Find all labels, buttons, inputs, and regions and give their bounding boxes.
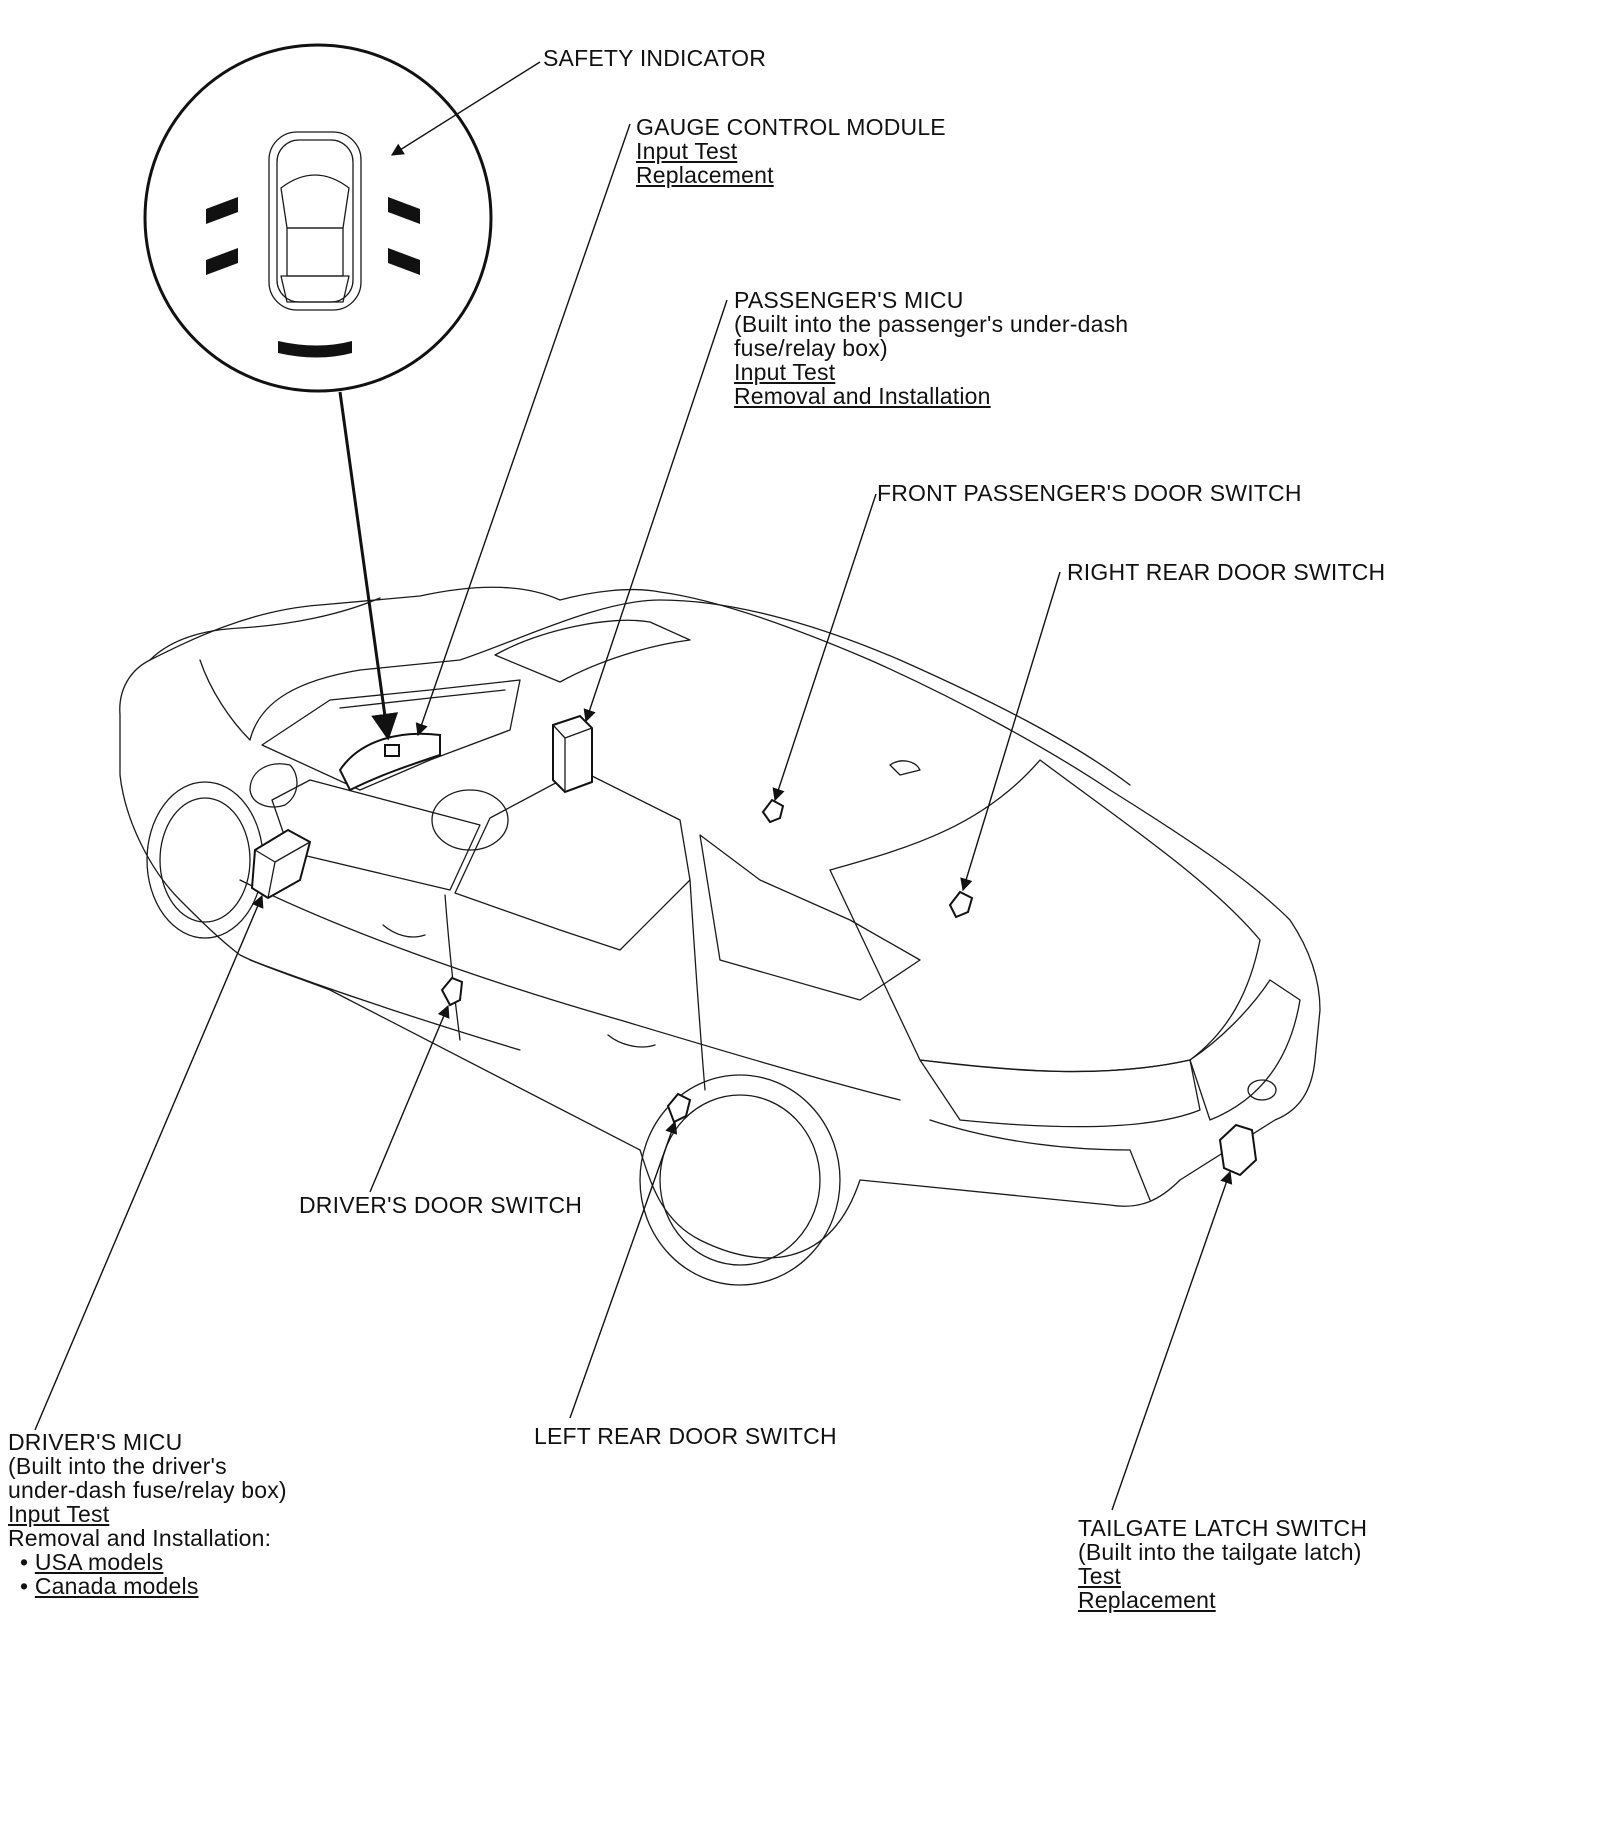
gauge-control-module-title: GAUGE CONTROL MODULE — [636, 114, 946, 140]
passenger-micu-desc-1: (Built into the passenger's under-dash — [734, 311, 1129, 337]
canada-models-link[interactable]: Canada models — [34, 1573, 199, 1599]
drivers-door-switch-label: DRIVER'S DOOR SWITCH — [299, 1192, 583, 1218]
driver-micu-removal-label: Removal and Installation: — [8, 1525, 272, 1551]
drivers-door-switch-part — [440, 976, 464, 1007]
usa-models-link[interactable]: USA models — [34, 1549, 164, 1575]
components — [250, 714, 1258, 1177]
gauge-module-leader — [415, 123, 631, 737]
driver-micu-desc-1: (Built into the driver's — [8, 1453, 227, 1479]
passenger-micu-callout: PASSENGER'S MICU (Built into the passeng… — [734, 288, 1128, 408]
left-rear-switch-leader — [569, 1120, 678, 1419]
tailgate-indicator-bar — [278, 341, 352, 358]
safety-indicator-leader — [390, 61, 541, 156]
drivers-switch-leader — [369, 1004, 450, 1193]
driver-micu-input-test-link[interactable]: Input Test — [8, 1501, 110, 1527]
gauge-control-module-callout: GAUGE CONTROL MODULE Input Test Replacem… — [636, 115, 946, 187]
tailgate-replacement-link[interactable]: Replacement — [1078, 1587, 1216, 1613]
right-rear-indicator-bar — [388, 248, 420, 275]
tailgate-test-link[interactable]: Test — [1078, 1563, 1121, 1589]
passenger-micu-leader — [583, 299, 728, 723]
car-body — [119, 586, 1321, 1286]
front-passenger-door-switch-part — [761, 798, 785, 824]
leader-lines — [34, 61, 1233, 1511]
left-rear-door-switch-part — [666, 1092, 692, 1124]
right-rear-door-switch-part — [948, 890, 974, 919]
driver-micu-callout: DRIVER'S MICU (Built into the driver's u… — [8, 1430, 287, 1598]
tailgate-latch-switch-part — [1218, 1123, 1258, 1177]
passenger-micu-title: PASSENGER'S MICU — [734, 287, 964, 313]
passenger-micu-box — [552, 714, 593, 794]
driver-micu-desc-2: under-dash fuse/relay box) — [8, 1477, 287, 1503]
safety-indicator-inset — [143, 43, 493, 393]
tailgate-latch-switch-title: TAILGATE LATCH SWITCH — [1078, 1515, 1368, 1541]
left-rear-indicator-bar — [206, 248, 238, 275]
safety-indicator-label: SAFETY INDICATOR — [543, 45, 767, 71]
safety-indicator-location — [384, 744, 400, 757]
right-rear-door-switch-label: RIGHT REAR DOOR SWITCH — [1067, 559, 1386, 585]
right-front-indicator-bar — [388, 197, 420, 224]
front-passenger-switch-leader — [772, 493, 877, 802]
tailgate-latch-switch-callout: TAILGATE LATCH SWITCH (Built into the ta… — [1078, 1516, 1367, 1612]
left-rear-door-switch-label: LEFT REAR DOOR SWITCH — [534, 1423, 837, 1449]
tailgate-latch-switch-desc: (Built into the tailgate latch) — [1078, 1539, 1362, 1565]
passenger-micu-desc-2: fuse/relay box) — [734, 335, 888, 361]
car-top-view-icon — [268, 131, 362, 311]
gauge-control-module-part — [338, 732, 441, 792]
driver-micu-box — [250, 828, 312, 900]
left-front-indicator-bar — [206, 197, 238, 224]
gauge-replacement-link[interactable]: Replacement — [636, 162, 774, 188]
driver-micu-leader — [34, 894, 264, 1431]
inset-callout-line — [338, 391, 399, 741]
gauge-input-test-link[interactable]: Input Test — [636, 138, 738, 164]
passenger-micu-input-test-link[interactable]: Input Test — [734, 359, 836, 385]
tailgate-switch-leader — [1111, 1170, 1233, 1511]
right-rear-switch-leader — [960, 571, 1061, 892]
driver-micu-title: DRIVER'S MICU — [8, 1429, 183, 1455]
front-passenger-door-switch-label: FRONT PASSENGER'S DOOR SWITCH — [877, 480, 1302, 506]
passenger-micu-removal-link[interactable]: Removal and Installation — [734, 383, 991, 409]
